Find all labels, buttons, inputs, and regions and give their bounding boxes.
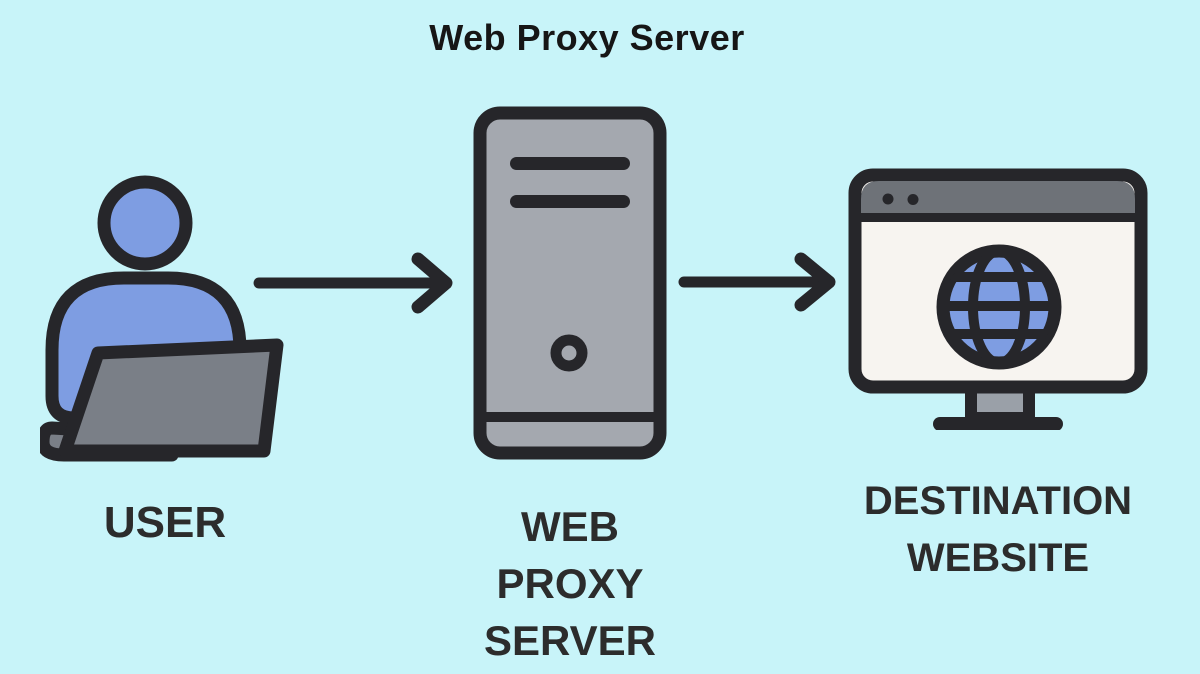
server-power-button-icon — [550, 334, 588, 372]
user-laptop-icon — [40, 175, 284, 462]
node-proxy: WEB PROXY SERVER — [468, 106, 672, 669]
server-vent-slot — [510, 157, 630, 170]
arrow-right-icon — [678, 252, 836, 312]
server-vent-slot — [510, 195, 630, 208]
arrow-right-icon — [253, 252, 453, 314]
node-user: USER — [40, 170, 290, 547]
browser-globe-icon — [848, 168, 1148, 430]
node-destination-label: DESTINATION WEBSITE — [863, 479, 1133, 580]
diagram-title: Web Proxy Server — [429, 17, 745, 58]
browser-window-dot — [907, 194, 919, 205]
node-proxy-label: WEB PROXY SERVER — [484, 503, 656, 664]
monitor-base — [933, 417, 1063, 430]
node-user-label: USER — [103, 498, 227, 547]
server-tower-icon — [473, 106, 667, 460]
globe-icon — [936, 244, 1062, 370]
browser-window-dot — [882, 193, 894, 205]
browser-titlebar — [861, 181, 1135, 214]
node-destination: DESTINATION WEBSITE — [848, 168, 1148, 587]
